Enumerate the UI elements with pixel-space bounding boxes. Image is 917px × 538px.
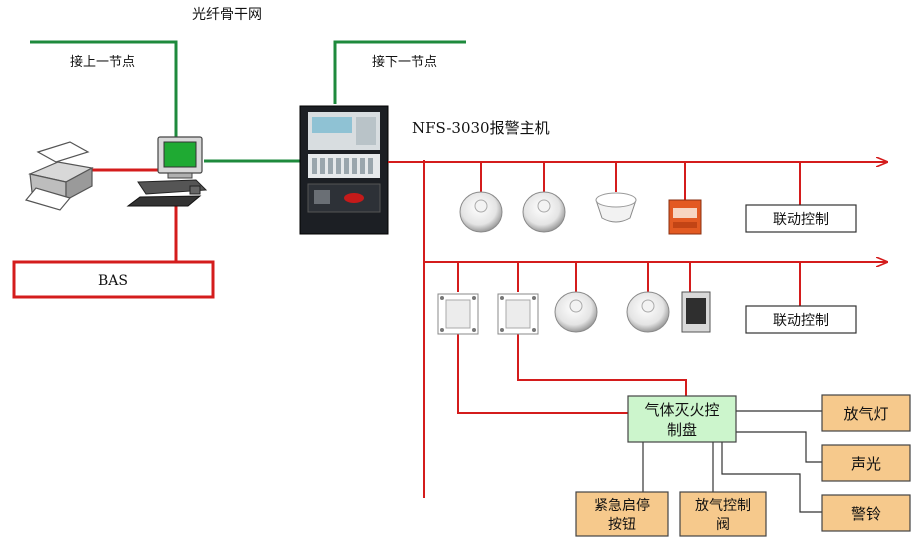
manual-call-point-icon — [668, 199, 702, 235]
linkage-control-box-2: 联动控制 — [745, 305, 857, 334]
fiber-line-prev — [30, 40, 178, 138]
prev-node-label: 接上一节点 — [70, 54, 135, 70]
release-valve-label-line2: 阀 — [716, 517, 730, 533]
fire-alarm-panel-icon — [299, 105, 389, 235]
field-loops — [388, 160, 886, 498]
linkage-control-box-1: 联动控制 — [745, 204, 857, 233]
heat-detector-icon — [595, 192, 637, 223]
sound-light-box: 声光 — [821, 444, 911, 482]
smoke-detector-icon — [522, 191, 566, 233]
emergency-stop-label-line1: 紧急启停 — [594, 497, 650, 514]
emergency-stop-label-line2: 按钮 — [608, 517, 636, 533]
smoke-detector-icon — [459, 191, 503, 233]
next-node-label: 接下一节点 — [372, 54, 437, 70]
fiber-line-next — [333, 40, 466, 104]
release-valve-box: 放气控制 阀 — [679, 491, 767, 537]
gas-panel-label-line2: 制盘 — [667, 421, 697, 439]
computer-icon — [126, 136, 208, 207]
sound-light-label: 声光 — [851, 455, 881, 473]
bas-label: BAS — [98, 273, 128, 289]
pc-wiring — [80, 168, 178, 262]
input-module-icon — [437, 293, 479, 335]
gas-panel-wiring — [642, 410, 822, 513]
smoke-detector-icon — [626, 291, 670, 333]
release-lamp-box: 放气灯 — [821, 394, 911, 432]
panel-label: NFS-3030报警主机 — [412, 119, 550, 137]
bell-label: 警铃 — [851, 505, 881, 523]
manual-call-point-icon — [681, 291, 711, 333]
release-lamp-label: 放气灯 — [843, 405, 888, 423]
backbone-label: 光纤骨干网 — [192, 7, 262, 23]
release-valve-label-line1: 放气控制 — [695, 498, 751, 514]
emergency-stop-box: 紧急启停 按钮 — [575, 491, 669, 537]
smoke-detector-icon — [554, 291, 598, 333]
bell-box: 警铃 — [821, 494, 911, 532]
fiber-lines — [30, 40, 466, 163]
gas-panel-label-line1: 气体灭火控 — [644, 401, 719, 419]
gas-extinguishing-control-panel: 气体灭火控 制盘 — [627, 395, 737, 443]
linkage-control-label-1: 联动控制 — [773, 212, 829, 228]
input-module-icon — [497, 293, 539, 335]
bas-box: BAS — [12, 260, 215, 299]
printer-icon — [24, 141, 94, 211]
linkage-control-label-2: 联动控制 — [773, 313, 829, 329]
